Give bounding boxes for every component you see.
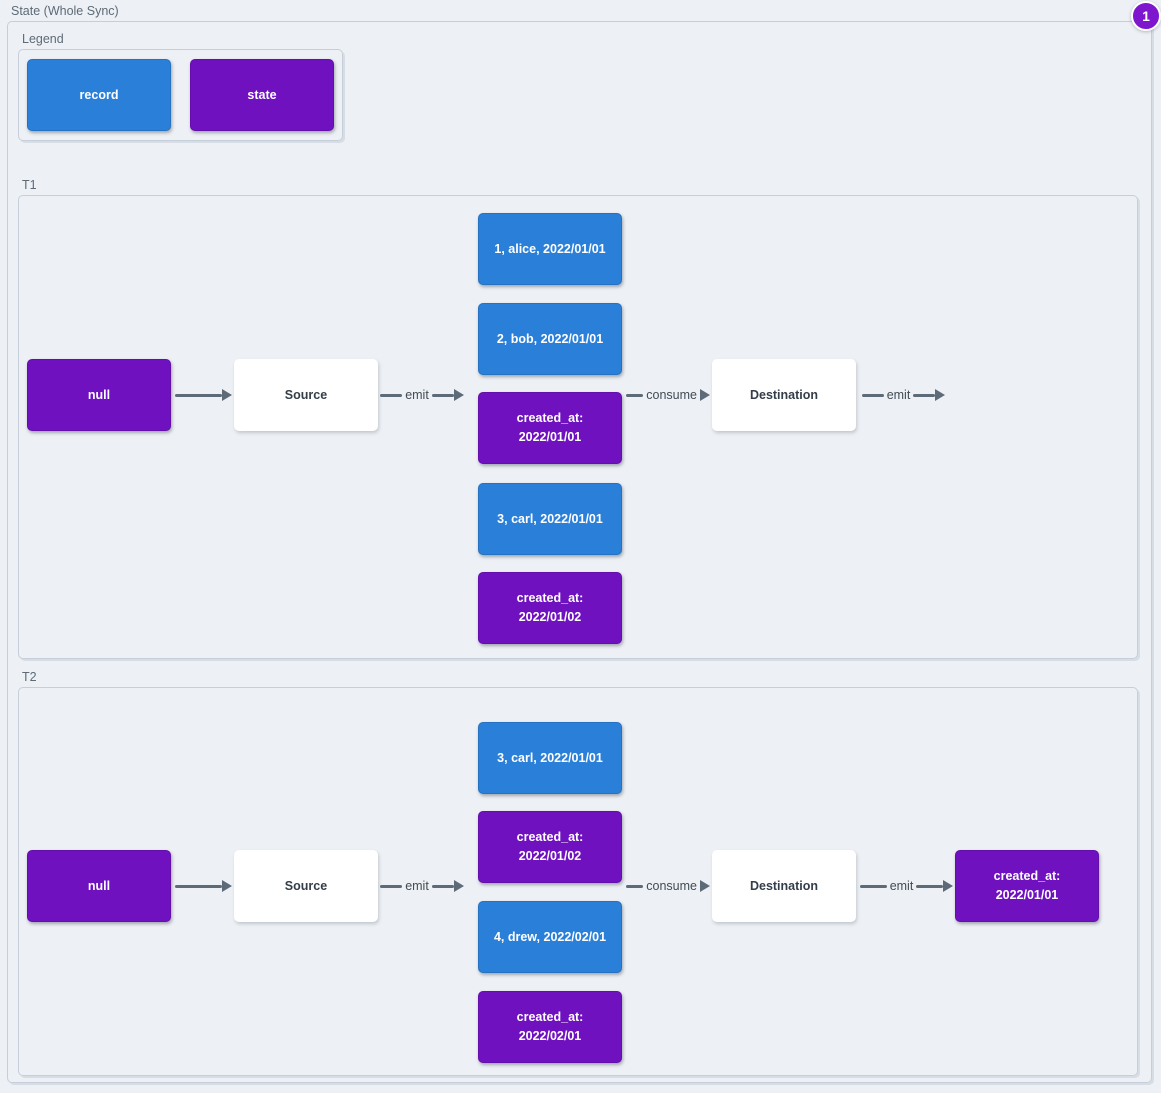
annotation-badge-1[interactable]: 1 <box>1131 1 1161 31</box>
edge-label-emit: emit <box>889 879 914 893</box>
t1-title: T1 <box>22 178 37 192</box>
edge-line <box>626 393 644 397</box>
t2-edge-emit-source: emit <box>380 875 464 897</box>
arrowhead-icon <box>454 880 464 892</box>
t1-destination-node: Destination <box>712 359 856 431</box>
edge-label-consume: consume <box>646 879 697 893</box>
group-legend: Legend record state <box>18 32 343 141</box>
edge-line <box>431 393 454 397</box>
t2-state-created-at-0201: created_at: 2022/02/01 <box>478 991 622 1063</box>
t2-edge-null-to-source <box>175 875 232 897</box>
t1-edge-consume: consume <box>626 384 710 406</box>
arrowhead-icon <box>943 880 953 892</box>
t1-state-created-at-01: created_at: 2022/01/01 <box>478 392 622 464</box>
t2-null-state-node: null <box>27 850 171 922</box>
group-t2: T2 null Source emit 3, carl, 2022/01/01 … <box>18 670 1138 1076</box>
edge-label-emit: emit <box>405 388 429 402</box>
edge-line <box>860 884 887 888</box>
edge-line <box>626 884 644 888</box>
edge-line <box>380 393 403 397</box>
group-t1: T1 null Source emit 1, alice, 2022/01/01… <box>18 178 1138 659</box>
diagram-title: State (Whole Sync) <box>11 4 119 18</box>
t1-source-node: Source <box>234 359 378 431</box>
arrowhead-icon <box>700 880 710 892</box>
t1-record-carl: 3, carl, 2022/01/01 <box>478 483 622 555</box>
t2-state-created-at-02: created_at: 2022/01/02 <box>478 811 622 883</box>
t1-state-created-at-02: created_at: 2022/01/02 <box>478 572 622 644</box>
arrowhead-icon <box>454 389 464 401</box>
t1-record-alice: 1, alice, 2022/01/01 <box>478 213 622 285</box>
edge-line <box>175 884 222 888</box>
t2-title: T2 <box>22 670 37 684</box>
arrowhead-icon <box>222 880 232 892</box>
edge-label-emit: emit <box>886 388 911 402</box>
t1-null-state-node: null <box>27 359 171 431</box>
t2-state-out-node: created_at: 2022/01/01 <box>955 850 1099 922</box>
t1-edge-emit-dest: emit <box>862 384 945 406</box>
edge-line <box>862 393 884 397</box>
edge-line <box>916 884 943 888</box>
edge-label-emit: emit <box>405 879 429 893</box>
edge-line <box>380 884 403 888</box>
legend-title: Legend <box>22 32 64 46</box>
t2-record-carl: 3, carl, 2022/01/01 <box>478 722 622 794</box>
edge-line <box>175 393 222 397</box>
t2-destination-node: Destination <box>712 850 856 922</box>
legend-record-node: record <box>27 59 171 131</box>
t2-source-node: Source <box>234 850 378 922</box>
edge-line <box>913 393 935 397</box>
t1-edge-emit-source: emit <box>380 384 464 406</box>
arrowhead-icon <box>700 389 710 401</box>
t2-edge-emit-dest: emit <box>860 875 953 897</box>
group-state-whole-sync: State (Whole Sync) Legend record state T… <box>7 4 1152 1083</box>
t2-record-drew: 4, drew, 2022/02/01 <box>478 901 622 973</box>
edge-label-consume: consume <box>646 388 697 402</box>
t2-edge-consume: consume <box>626 875 710 897</box>
legend-state-node: state <box>190 59 334 131</box>
edge-line <box>431 884 454 888</box>
arrowhead-icon <box>222 389 232 401</box>
t1-edge-null-to-source <box>175 384 232 406</box>
t1-record-bob: 2, bob, 2022/01/01 <box>478 303 622 375</box>
arrowhead-icon <box>935 389 945 401</box>
